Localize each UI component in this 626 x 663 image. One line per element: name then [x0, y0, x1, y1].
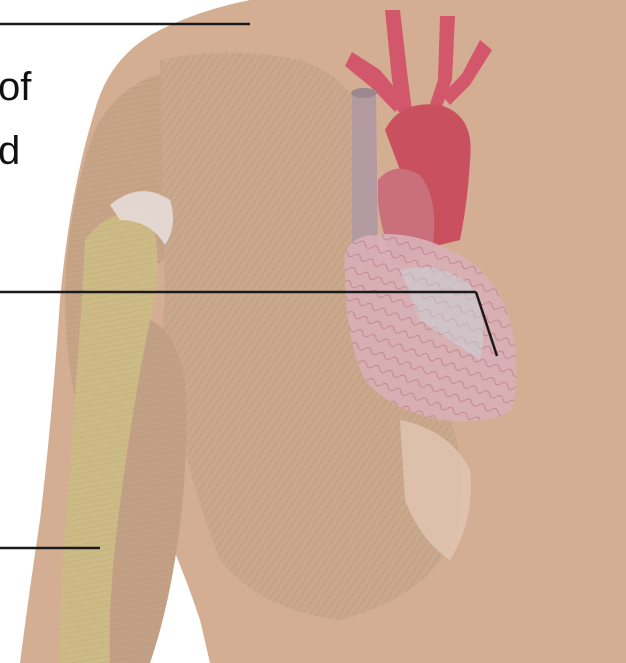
label-text-fragment-1: of: [0, 64, 31, 110]
label-text-fragment-2: d: [0, 128, 20, 174]
